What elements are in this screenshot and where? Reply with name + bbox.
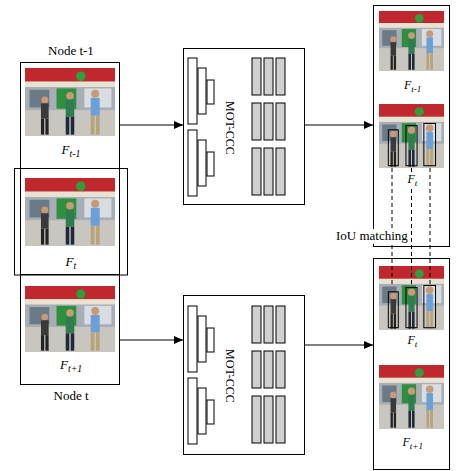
- frame-label: Ft-1: [403, 79, 422, 93]
- video-frame: [379, 11, 444, 71]
- frame-label: Ft-1: [61, 143, 82, 158]
- matching-label: IoU matching: [335, 229, 409, 244]
- bounding-box: [406, 126, 417, 166]
- network-layers: [188, 306, 285, 444]
- video-frame: [379, 365, 444, 429]
- network-name: MOT-CCC: [222, 100, 236, 156]
- network-name: MOT-CCC: [222, 348, 236, 404]
- output-box: Ft-1Ft: [373, 5, 450, 247]
- flow-arrow: [120, 125, 183, 126]
- bounding-box: [388, 292, 398, 328]
- bounding-box: [406, 288, 417, 328]
- frame-label: Ft: [407, 334, 419, 348]
- overlap-frame: [15, 169, 128, 276]
- node-heading: Node t: [53, 389, 90, 404]
- bounding-box: [388, 130, 398, 166]
- network-box: MOT-CCC: [183, 295, 305, 455]
- node-heading: Node t-1: [47, 44, 95, 59]
- flow-arrow: [305, 125, 373, 126]
- frame-label: Ft+1: [59, 358, 83, 373]
- flow-arrow: [305, 345, 373, 346]
- network-box: MOT-CCC: [183, 48, 305, 205]
- video-frame: [25, 178, 115, 246]
- frame-label: Ft: [407, 173, 419, 187]
- output-box: FtFt+1: [373, 258, 450, 470]
- video-frame: [379, 104, 444, 168]
- video-frame: [25, 68, 115, 136]
- sequence-node-box: Node t-1Ft-1Ft: [20, 62, 120, 275]
- frame-label: Ft+1: [402, 436, 424, 450]
- matching-line: [430, 168, 431, 286]
- bounding-box: [424, 285, 436, 327]
- matching-line: [392, 168, 393, 286]
- frame-label: Ft: [65, 255, 78, 270]
- flow-arrow: [120, 340, 183, 341]
- bounding-box: [424, 123, 436, 165]
- network-layers: [188, 58, 285, 196]
- video-frame: [25, 286, 115, 352]
- sequence-node-box: Ft+1Node t: [20, 168, 120, 385]
